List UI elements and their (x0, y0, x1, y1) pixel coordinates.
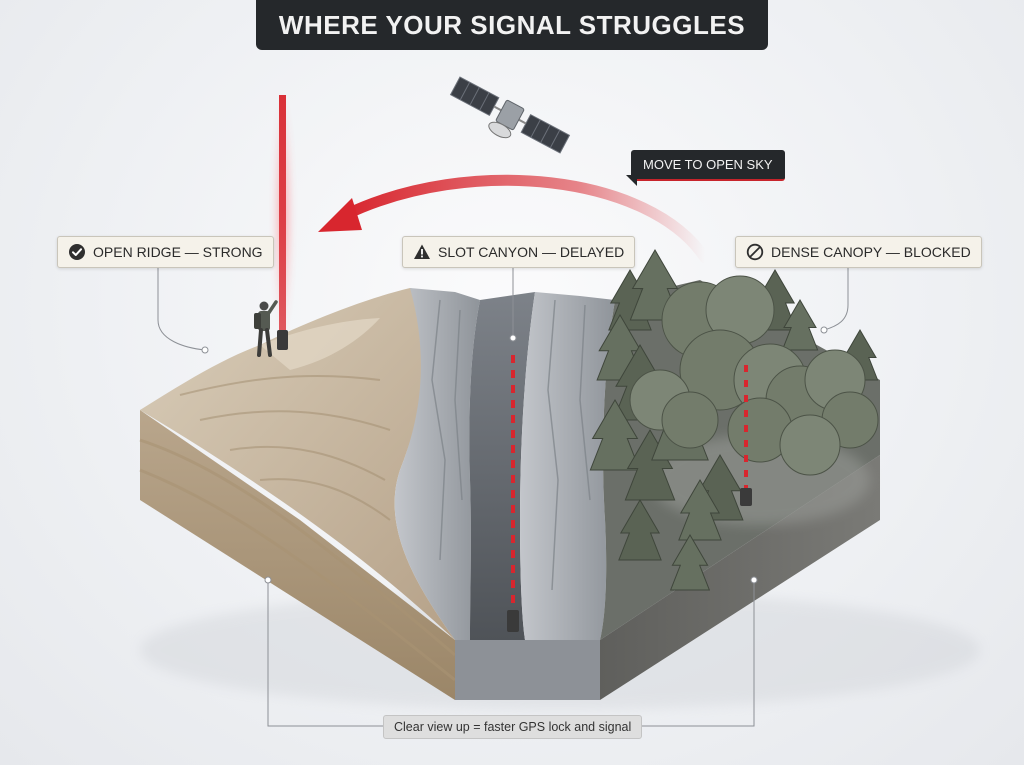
pine-tree (781, 299, 819, 351)
canyon-left-wall (394, 288, 480, 640)
check-circle-icon (69, 244, 85, 260)
pine-tree (678, 479, 722, 541)
pine-tree (618, 499, 662, 561)
blocked-circle-icon (746, 243, 764, 261)
broadleaf-tree (661, 391, 719, 449)
ridge-surface (140, 288, 460, 640)
pine-tree (624, 429, 676, 501)
page-title: WHERE YOUR SIGNAL STRUGGLES (256, 0, 768, 50)
delayed-signal-beam (507, 355, 519, 632)
footer-note: Clear view up = faster GPS lock and sign… (383, 715, 643, 739)
canyon-right-wall (520, 292, 615, 640)
label-dense-canopy-text: DENSE CANOPY — BLOCKED (771, 244, 971, 260)
pine-tree (669, 534, 711, 591)
blocked-signal-beam (740, 365, 752, 506)
canyon-front-face (455, 640, 600, 700)
broadleaf-tree (779, 414, 841, 476)
label-slot-canyon-text: SLOT CANYON — DELAYED (438, 244, 625, 260)
label-dense-canopy: DENSE CANOPY — BLOCKED (735, 236, 982, 268)
ridge-front-face (140, 410, 455, 700)
cta-callout-tail (626, 175, 637, 186)
label-open-ridge-text: OPEN RIDGE — STRONG (93, 244, 263, 260)
forest-trees (589, 249, 879, 591)
satellite-icon (449, 76, 571, 154)
label-slot-canyon: SLOT CANYON — DELAYED (402, 236, 636, 268)
footer-note-text: Clear view up = faster GPS lock and sign… (394, 720, 632, 734)
move-to-open-sky-arrow (318, 174, 711, 264)
warning-triangle-icon (414, 244, 430, 259)
strong-signal-beam (272, 95, 294, 350)
move-to-open-sky-callout: MOVE TO OPEN SKY (631, 150, 785, 181)
pine-tree (589, 399, 641, 471)
label-open-ridge: OPEN RIDGE — STRONG (57, 236, 274, 268)
leader-lines (157, 268, 849, 727)
cta-label: MOVE TO OPEN SKY (643, 157, 773, 172)
hiker-icon (254, 300, 278, 357)
